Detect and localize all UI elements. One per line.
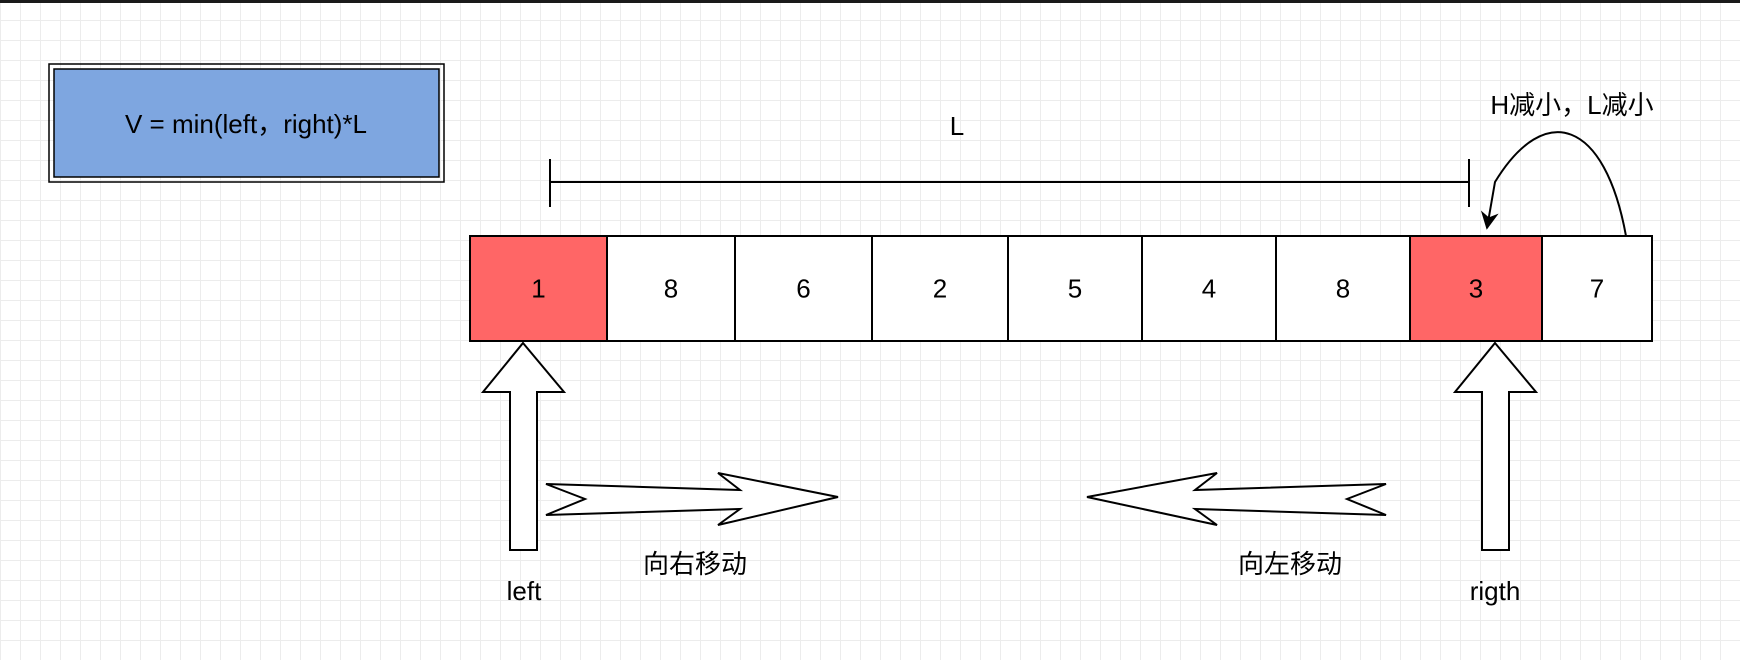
array-cell: 5 (1007, 235, 1143, 342)
curved-arrow-path (1480, 131, 1627, 237)
array-cell-box (1007, 235, 1143, 342)
array-cell-value: 3 (1469, 274, 1483, 304)
formula-box-inner (53, 68, 440, 178)
move-right-label: 向右移动 (643, 549, 747, 579)
array-cell-box (1141, 235, 1277, 342)
array-cell: 7 (1541, 235, 1653, 342)
array-cell-box (734, 235, 873, 342)
array-cell: 6 (734, 235, 873, 342)
array-cell-box (871, 235, 1009, 342)
array-cell-value: 8 (1336, 274, 1350, 304)
array-cell-box (606, 235, 736, 342)
array: 1 8 6 2 5 4 8 3 7 (469, 235, 1653, 342)
left-pointer-arrow (480, 341, 567, 551)
array-cell-value: 4 (1202, 274, 1216, 304)
formula-box: V = min(left，right)*L (48, 63, 445, 183)
array-cell: 2 (871, 235, 1009, 342)
array-cell: 1 (469, 235, 608, 342)
array-cell-value: 5 (1068, 274, 1082, 304)
formula-text: V = min(left，right)*L (125, 109, 367, 139)
array-cell-box (1541, 235, 1653, 342)
array-cell-box (1275, 235, 1411, 342)
array-cell: 8 (606, 235, 736, 342)
move-left-arrow (1086, 472, 1387, 526)
length-span: L (549, 111, 1470, 207)
curved-arrow: H减小，L减小 (1480, 90, 1654, 237)
array-cell-box (1409, 235, 1543, 342)
right-pointer-arrow (1452, 341, 1539, 551)
span-label: L (950, 111, 964, 141)
array-cell-value: 7 (1590, 274, 1604, 304)
array-cell: 3 (1409, 235, 1543, 342)
move-right-arrow (545, 472, 839, 526)
array-cell: 8 (1275, 235, 1411, 342)
move-left-label: 向左移动 (1238, 549, 1342, 579)
array-cell-value: 2 (933, 274, 947, 304)
formula-box-outer (48, 63, 445, 183)
left-pointer-label: left (507, 576, 542, 606)
annotation-text: H减小，L减小 (1490, 90, 1653, 120)
right-pointer-label: rigth (1470, 576, 1521, 606)
array-cell-value: 1 (531, 274, 545, 304)
array-cell-value: 6 (796, 274, 810, 304)
array-cell: 4 (1141, 235, 1277, 342)
top-border (0, 0, 1740, 3)
array-cell-value: 8 (664, 274, 678, 304)
